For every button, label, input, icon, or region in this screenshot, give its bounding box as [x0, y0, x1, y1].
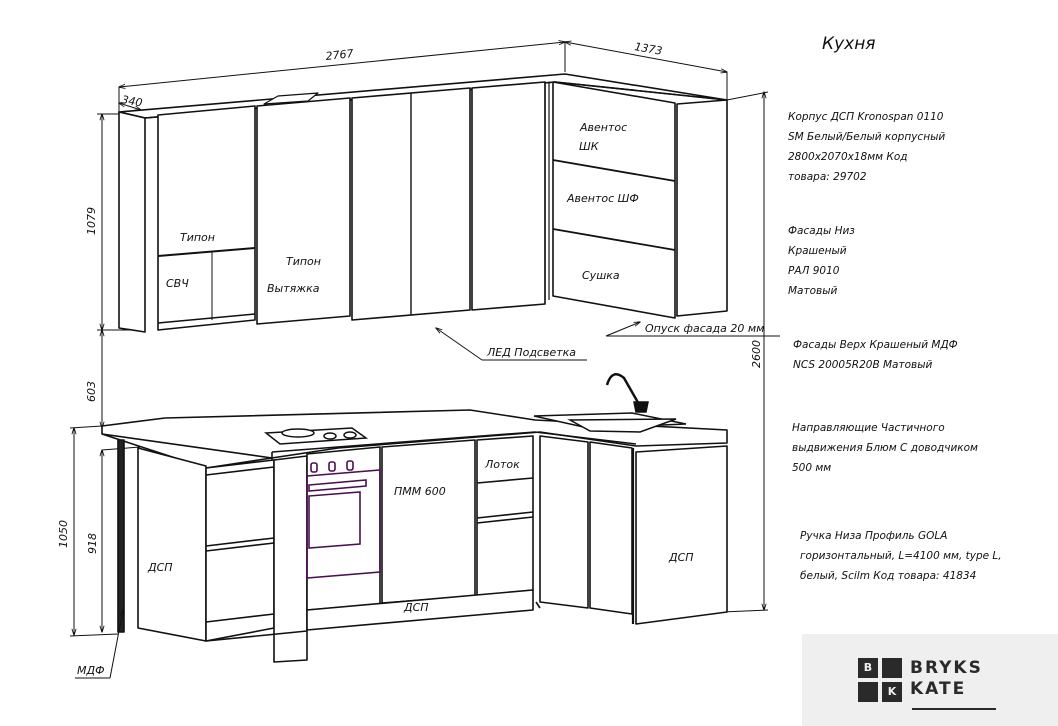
- sink: [533, 373, 687, 433]
- note-body-material: Корпус ДСП Kronospan 0110 SM Белый/Белый…: [788, 111, 946, 183]
- brand-logo: B K BRYKS KATE: [802, 634, 1058, 726]
- upper-cabinets: [118, 73, 728, 333]
- logo-mark-square: [882, 658, 902, 678]
- label-tray: Лоток: [484, 458, 520, 471]
- base-cabinets: [117, 435, 728, 663]
- label-aventos-hf: Авентос ШФ: [566, 192, 639, 205]
- dim-upper-depth: 340: [120, 93, 143, 109]
- note-runners: Направляющие Частичного выдвижения Блюм …: [792, 422, 978, 474]
- drawing-title: Кухня: [822, 34, 876, 54]
- logo-mark-k: K: [882, 682, 902, 702]
- label-dsp-left: ДСП: [147, 561, 173, 574]
- label-microwave: СВЧ: [166, 277, 189, 290]
- label-dishwasher: ПММ 600: [394, 485, 446, 498]
- callout-mdf: МДФ: [77, 664, 105, 677]
- label-tipon-hood: Типон: [286, 255, 321, 268]
- label-tipon-upper: Типон: [180, 231, 215, 244]
- oven: [306, 460, 381, 579]
- label-dryer: Сушка: [582, 269, 620, 282]
- logo-mark-b: B: [858, 658, 878, 678]
- dim-total-height: 2600: [750, 340, 763, 368]
- hob: [263, 427, 369, 445]
- label-aventos-hk-2: ШК: [579, 140, 600, 153]
- label-hood: Вытяжка: [267, 282, 320, 295]
- dim-gap-height: 603: [85, 381, 98, 402]
- logo-underline: [912, 708, 996, 710]
- note-upper-facades: Фасады Верх Крашеный МДФ NCS 20005R20B М…: [793, 339, 958, 371]
- callout-led-lighting: ЛЕД Подсветка: [486, 346, 576, 359]
- dim-total-width: 2767: [325, 47, 354, 63]
- label-dsp-plinth: ДСП: [403, 601, 429, 614]
- dimension-lines: [69, 42, 769, 637]
- dim-upper-height: 1079: [85, 207, 98, 235]
- label-dsp-right: ДСП: [668, 551, 694, 564]
- logo-mark-square: [858, 682, 878, 702]
- note-handle: Ручка Низа Профиль GOLA горизонтальный, …: [800, 530, 1002, 582]
- logo-word-1: BRYKS: [910, 658, 983, 678]
- logo-word-2: KATE: [910, 679, 967, 699]
- note-lower-facades: Фасады Низ Крашеный РАЛ 9010 Матовый: [788, 225, 855, 297]
- dim-base-height: 918: [86, 533, 99, 554]
- label-aventos-hk-1: Авентос: [579, 121, 627, 134]
- leaders: [75, 322, 780, 679]
- callout-facade-drop: Опуск фасада 20 мм: [645, 322, 764, 335]
- dim-side-width: 1373: [633, 40, 663, 58]
- dim-counter-height: 1050: [57, 520, 70, 548]
